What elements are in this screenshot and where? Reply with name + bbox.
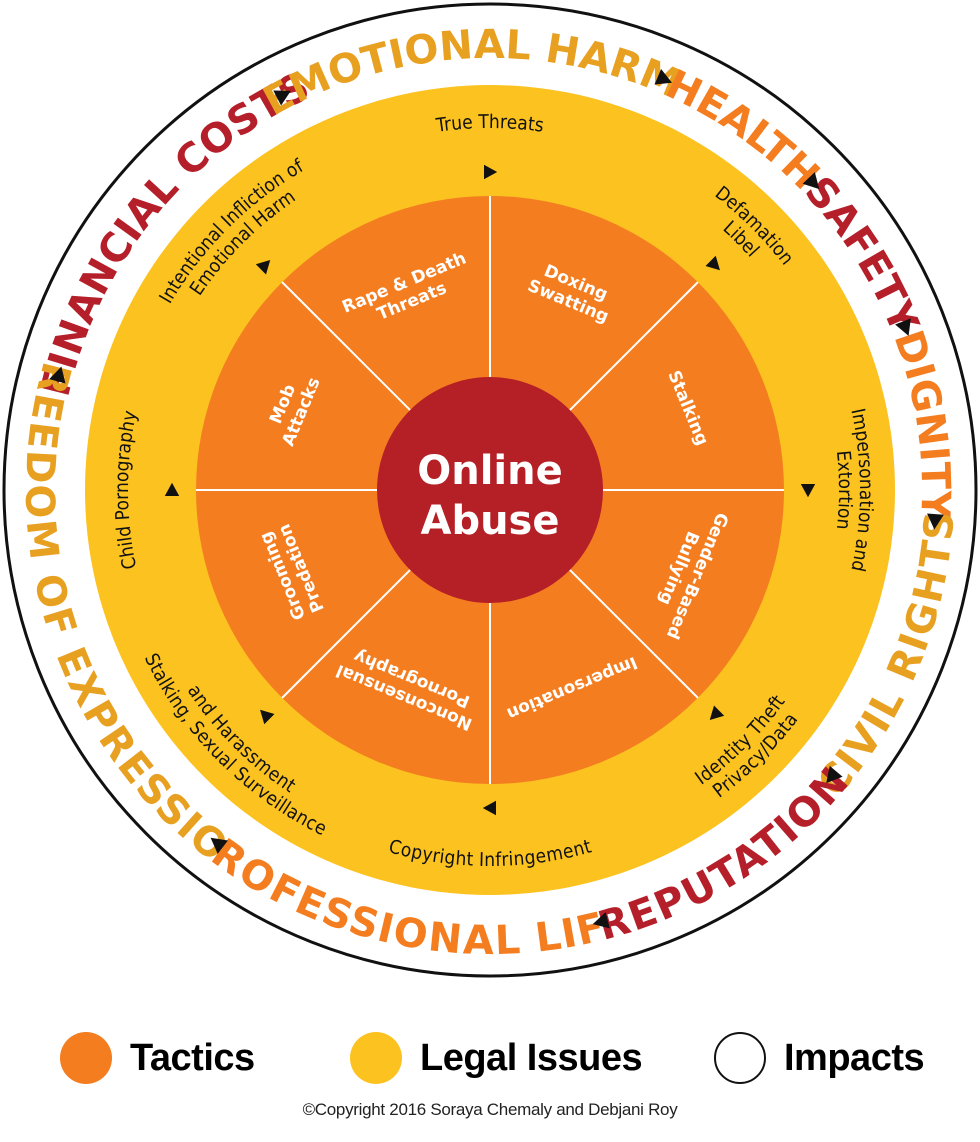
tactic-divider: [281, 281, 411, 411]
legend-label-impacts: Impacts: [784, 1036, 925, 1079]
legal-issue-label: Extortion: [832, 449, 856, 530]
legend-label-legal-issues: Legal Issues: [420, 1036, 643, 1079]
legend-item-legal-issues: Legal Issues: [350, 1030, 643, 1086]
center-title-line1: Online: [417, 448, 563, 494]
legend-item-impacts: Impacts: [714, 1030, 925, 1086]
tactic-divider: [281, 569, 411, 699]
legal-issue-arrow-icon: [484, 164, 498, 180]
impact-separator-arrow-icon: [802, 172, 820, 190]
legal-issue-arrow-icon: [709, 705, 725, 720]
legal-issues-swatch-icon: [350, 1032, 402, 1084]
legal-arrows: [164, 164, 816, 816]
tactics-swatch-icon: [60, 1032, 112, 1084]
legal-issue-label: True Threats: [434, 111, 545, 137]
legal-issue-arrow-icon: [482, 800, 496, 816]
impact-arrows: [49, 68, 944, 929]
tactic-divider: [569, 569, 699, 699]
legal-issue-arrow-icon: [800, 484, 816, 498]
impact-separator-arrow-icon: [895, 318, 911, 336]
impact-separator-arrow-icon: [210, 837, 228, 854]
impact-separator-arrow-icon: [49, 366, 66, 384]
impact-separator-arrow-icon: [273, 90, 291, 106]
impact-separator-arrow-icon: [826, 765, 843, 784]
legal-issue-arrow-icon: [164, 482, 180, 496]
legal-issue-arrow-icon: [705, 255, 720, 271]
legend-label-tactics: Tactics: [130, 1036, 255, 1079]
copyright-text: ©Copyright 2016 Soraya Chemaly and Debja…: [302, 1100, 678, 1119]
tactic-divider: [569, 281, 699, 411]
center-title-line2: Abuse: [420, 498, 559, 544]
impact-separator-arrow-icon: [927, 513, 944, 530]
center-circle: [377, 377, 603, 603]
legal-issue-arrow-icon: [260, 709, 275, 725]
legend-item-tactics: Tactics: [60, 1030, 255, 1086]
tactic-dividers: [196, 196, 784, 784]
impact-separator-arrow-icon: [592, 912, 610, 929]
online-abuse-wheel: FINANCIAL COSTSEMOTIONAL HARMHEALTHSAFET…: [0, 0, 978, 978]
impact-separator-arrow-icon: [654, 68, 672, 85]
legal-issue-arrow-icon: [255, 260, 271, 275]
impacts-swatch-icon: [714, 1032, 766, 1084]
legend: Tactics Legal Issues Impacts: [0, 1030, 980, 1086]
